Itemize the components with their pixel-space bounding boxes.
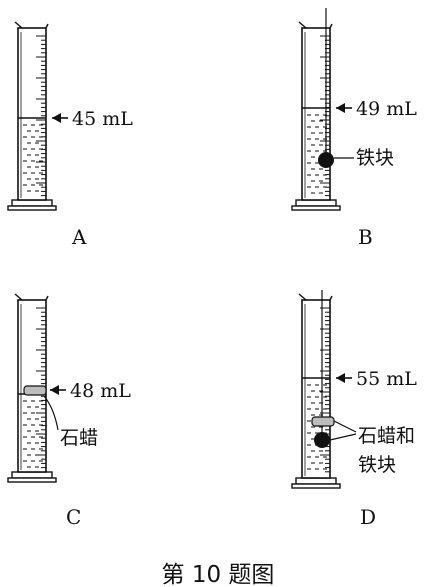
wax-block-d [311,416,335,427]
object-label-d-line1: 石蜡和 [358,425,415,447]
panel-a: 45 mL A [7,21,133,249]
volume-arrow-b [336,103,352,113]
panel-c: 48 mL 石蜡 C [7,293,131,529]
leader-line-c [43,395,59,431]
volume-arrow-a [52,113,68,123]
leader-line-d-wax [333,420,357,433]
panel-b: 49 mL 铁块 B [291,8,417,249]
caption-a: A [71,225,87,249]
iron-block-d [314,432,330,448]
volume-label-b: 49 mL [356,98,417,120]
volume-label-c: 48 mL [70,380,131,402]
caption-b: B [358,225,373,249]
cylinder-b [291,21,341,211]
volume-arrow-d [336,373,352,383]
cylinder-a [7,21,57,211]
object-label-d-line2: 铁块 [358,454,396,476]
caption-d: D [360,505,376,529]
figure-title: 第 10 题图 [162,562,275,587]
wax-block-c [23,385,47,396]
cylinder-d [291,293,341,489]
volume-arrow-c [50,385,66,395]
cylinder-c [7,293,57,483]
panel-d: 55 mL 石蜡和 铁块 D [291,290,417,529]
iron-block-b [318,152,334,168]
volume-label-d: 55 mL [356,368,417,390]
object-label-b: 铁块 [356,147,394,169]
volume-label-a: 45 mL [72,108,133,130]
object-label-c: 石蜡 [60,427,98,449]
caption-c: C [66,505,81,529]
leader-line-d-iron [329,433,357,441]
